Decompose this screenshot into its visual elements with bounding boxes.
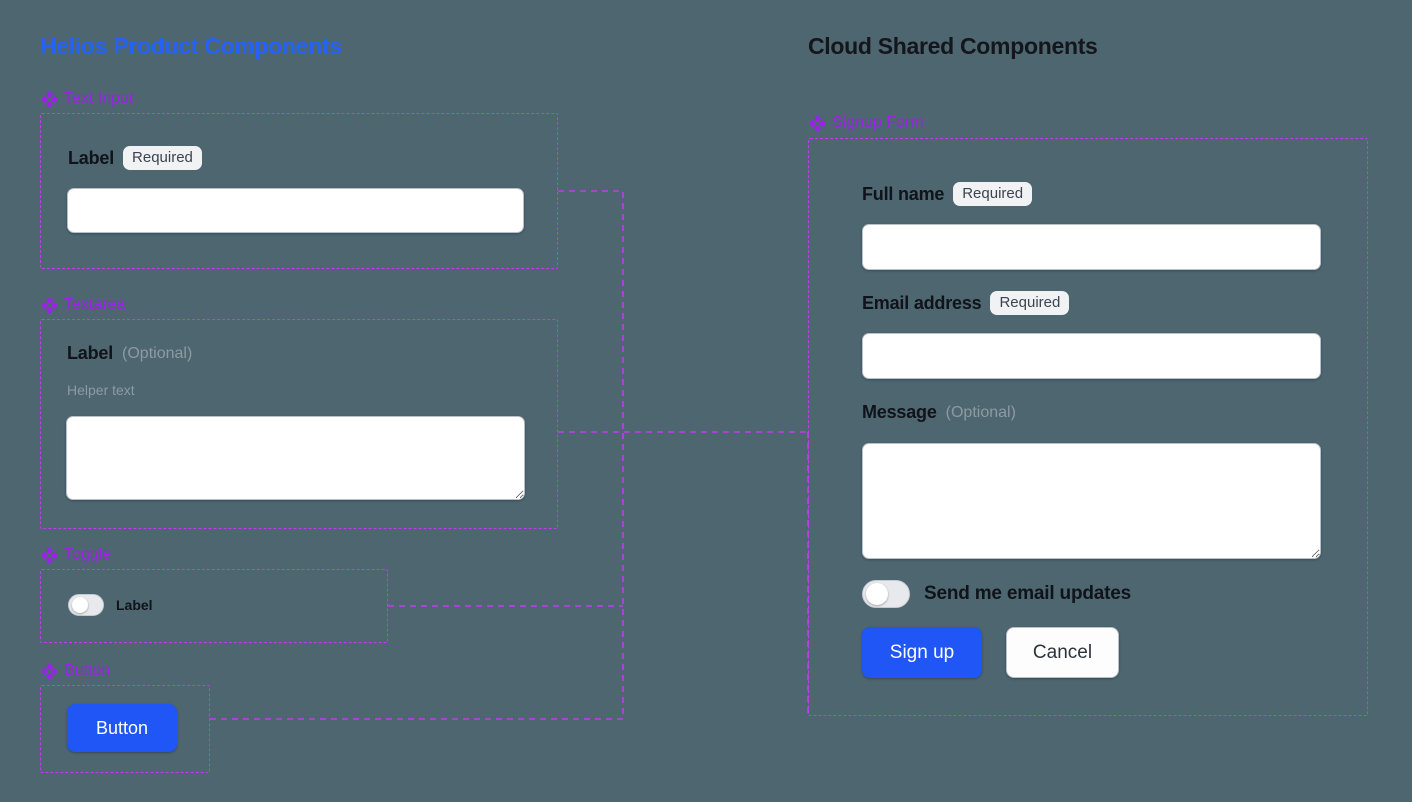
cancel-button[interactable]: Cancel: [1006, 627, 1119, 678]
toggle-label: Send me email updates: [924, 583, 1131, 604]
optional-tag: (Optional): [122, 344, 193, 362]
component-frame-text-input: [40, 113, 558, 269]
sign-up-button[interactable]: Sign up: [862, 627, 982, 678]
toggle-row: Label: [68, 594, 153, 616]
diamond-cluster-icon: [42, 547, 57, 563]
helper-text: Helper text: [67, 382, 135, 398]
text-input-field[interactable]: [67, 188, 524, 233]
toggle-knob: [866, 583, 888, 605]
diamond-cluster-icon: [42, 663, 57, 679]
full-name-label-row: Full name Required: [862, 182, 1033, 207]
section-label-text-input: Text Input: [42, 90, 133, 108]
toggle-label: Label: [116, 597, 153, 613]
section-name: Button: [64, 662, 111, 679]
message-label-row: Message (Optional): [862, 402, 1016, 423]
right-column-title: Cloud Shared Components: [808, 33, 1098, 59]
field-label: Email address: [862, 292, 982, 313]
text-input-label-row: Label Required: [68, 146, 202, 171]
section-label-toggle: Toggle: [42, 546, 111, 564]
section-label-button: Button: [42, 662, 110, 680]
toggle-switch[interactable]: [68, 594, 104, 616]
left-column-title: Helios Product Components: [40, 33, 342, 59]
full-name-input[interactable]: [862, 224, 1321, 270]
component-frame-toggle: [40, 569, 388, 643]
required-badge: Required: [990, 291, 1070, 316]
section-name: Textarea: [64, 296, 126, 313]
textarea-label-row: Label (Optional): [67, 343, 192, 364]
message-textarea[interactable]: [862, 443, 1321, 559]
component-frame-button: [40, 685, 210, 773]
field-label: Full name: [862, 183, 945, 204]
field-label: Label: [67, 343, 114, 363]
section-name: Text Input: [64, 90, 134, 107]
section-name: Signup Form: [832, 114, 924, 131]
connector-text-input: [558, 190, 624, 432]
email-updates-toggle-row: Send me email updates: [862, 580, 1131, 608]
field-label: Label: [68, 147, 115, 168]
demo-button[interactable]: Button: [67, 704, 177, 752]
component-frame-signup-form: [808, 138, 1368, 716]
diamond-cluster-icon: [42, 297, 57, 313]
required-badge: Required: [123, 146, 202, 171]
section-label-signup-form: Signup Form: [810, 114, 924, 132]
email-address-input[interactable]: [862, 333, 1321, 379]
diamond-cluster-icon: [42, 91, 57, 107]
field-label: Message: [862, 402, 937, 422]
toggle-switch[interactable]: [862, 580, 910, 608]
component-frame-textarea: [40, 319, 558, 529]
section-name: Toggle: [64, 546, 112, 563]
section-label-textarea: Textarea: [42, 296, 125, 314]
toggle-knob: [72, 597, 88, 613]
optional-tag: (Optional): [945, 403, 1016, 421]
required-badge: Required: [953, 182, 1033, 207]
diamond-cluster-icon: [810, 115, 825, 131]
email-address-label-row: Email address Required: [862, 291, 1070, 316]
